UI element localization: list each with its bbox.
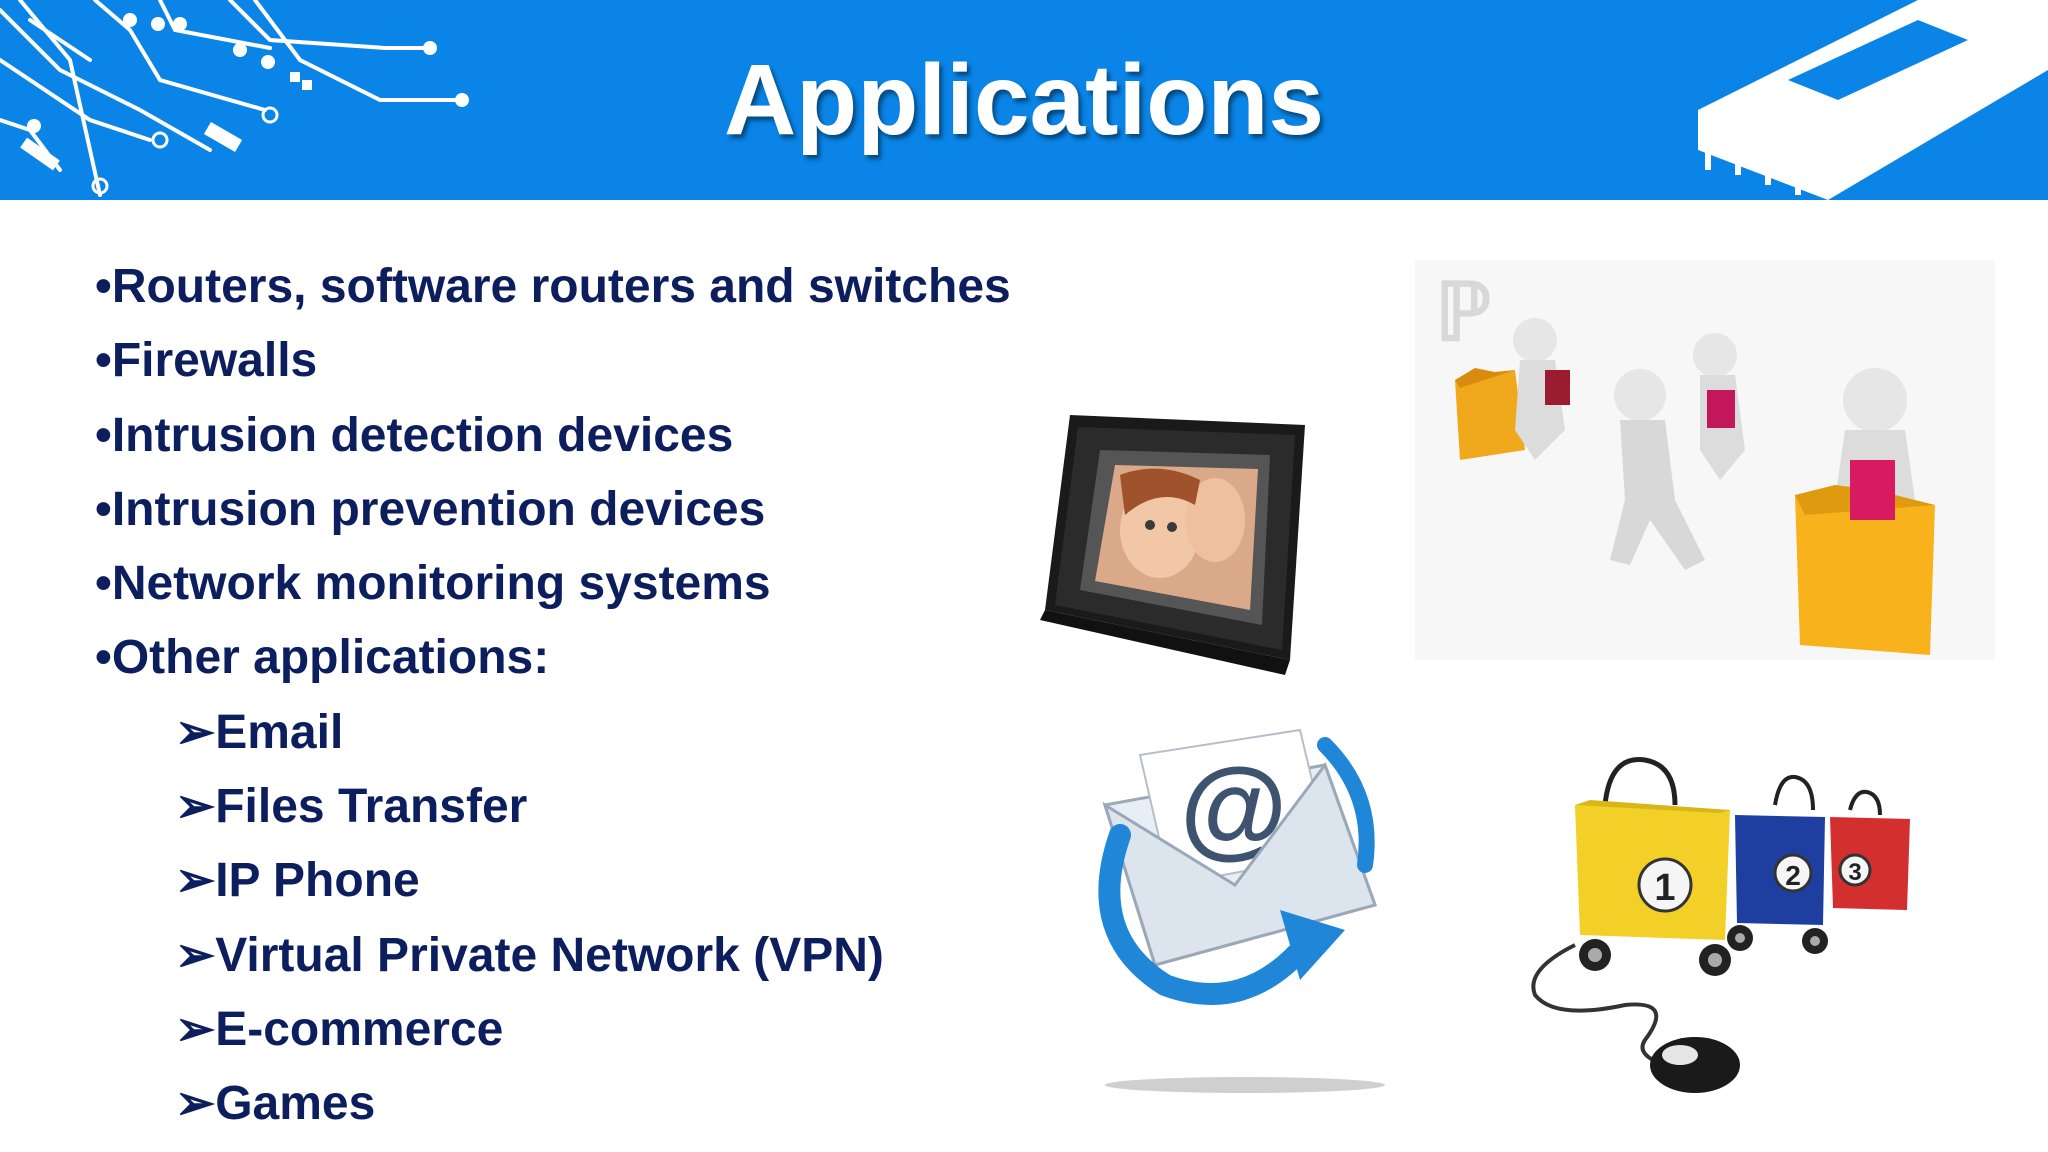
bullet-item: •Intrusion prevention devices <box>95 473 1011 547</box>
sub-bullet-item: ➢Virtual Private Network (VPN) <box>95 919 1011 993</box>
bullet-text: Intrusion prevention devices <box>111 482 766 536</box>
svg-text:ℙ: ℙ <box>1435 270 1491 358</box>
page-title: Applications <box>723 44 1325 156</box>
arrow-bullet-icon: ➢ <box>175 1077 216 1131</box>
photo-frame-image <box>1040 415 1305 675</box>
bag-number-label: 1 <box>1654 867 1675 909</box>
arrow-bullet-icon: ➢ <box>175 928 216 982</box>
circuit-decoration-icon <box>0 0 469 197</box>
bag-number-label: 2 <box>1785 860 1801 891</box>
bag-number-label: 3 <box>1848 859 1861 886</box>
arrow-bullet-icon: ➢ <box>175 854 216 908</box>
file-transfer-people-image: ℙ ℙ <box>1415 260 1995 660</box>
bullet-text: Network monitoring systems <box>111 557 771 611</box>
sub-bullet-text: IP Phone <box>215 854 420 908</box>
sub-bullet-text: Email <box>215 705 344 759</box>
header-banner: Applications <box>0 0 2048 200</box>
bullet-item: •Network monitoring systems <box>95 547 1011 621</box>
arrow-bullet-icon: ➢ <box>175 1002 216 1056</box>
sub-bullet-text: E-commerce <box>215 1002 504 1056</box>
shopping-bags-image: 1 2 3 <box>1531 757 1910 1093</box>
arrow-bullet-icon: ➢ <box>175 705 216 759</box>
arrow-bullet-icon: ➢ <box>175 780 216 834</box>
sub-bullet-item: ➢Email <box>95 696 1011 770</box>
sub-bullet-item: ➢IP Phone <box>95 844 1011 918</box>
bullet-item: •Intrusion detection devices <box>95 399 1011 473</box>
bullet-item: •Other applications: <box>95 621 1011 695</box>
email-envelope-image: @ <box>1098 728 1385 1093</box>
bullet-marker: • <box>95 260 112 313</box>
bullet-marker: • <box>95 408 112 462</box>
bullet-text: Routers, software routers and switches <box>111 260 1011 313</box>
bullet-item: •Routers, software routers and switches <box>95 250 1011 324</box>
sub-bullet-item: ➢Games <box>95 1067 1011 1141</box>
bullet-marker: • <box>95 631 112 685</box>
bullet-marker: • <box>95 334 112 388</box>
bullet-list: •Routers, software routers and switches … <box>95 250 1011 1142</box>
bullet-text: Firewalls <box>111 334 318 388</box>
chip-icon <box>1698 0 2048 200</box>
sub-bullet-item: ➢Files Transfer <box>95 770 1011 844</box>
bullet-text: Intrusion detection devices <box>111 408 734 462</box>
sub-bullet-text: Virtual Private Network (VPN) <box>215 928 884 982</box>
sub-bullet-text: Files Transfer <box>215 780 528 834</box>
bullet-marker: • <box>95 482 112 536</box>
bullet-item: •Firewalls <box>95 324 1011 398</box>
bullet-text: Other applications: <box>111 631 550 685</box>
sub-bullet-item: ➢E-commerce <box>95 993 1011 1067</box>
bullet-marker: • <box>95 557 112 611</box>
sub-bullet-text: Games <box>215 1077 376 1131</box>
